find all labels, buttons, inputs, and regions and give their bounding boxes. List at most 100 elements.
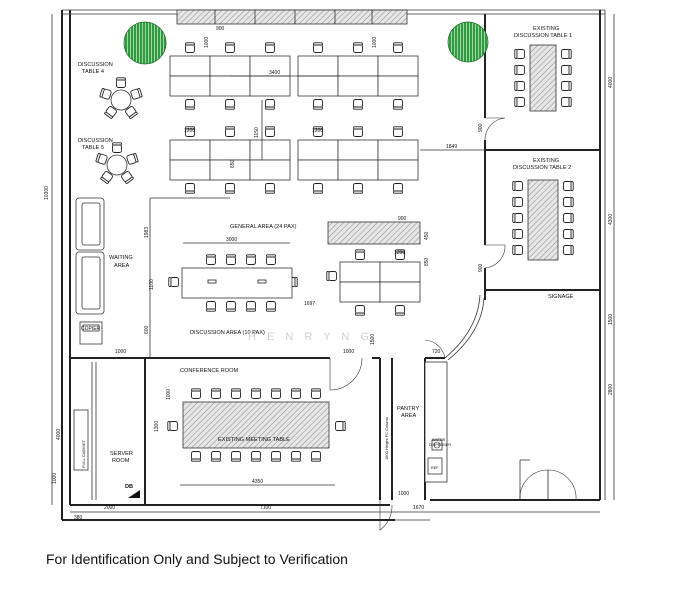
dim-2000: 2000	[104, 505, 115, 511]
chair	[266, 254, 276, 265]
dim-1000-pantry: 1000	[398, 491, 409, 497]
doors	[329, 117, 577, 531]
chair	[225, 42, 235, 53]
dim-4300: 4300	[608, 214, 614, 225]
dim-4000-right: 4000	[608, 77, 614, 88]
chair	[168, 277, 179, 287]
dim-1000-door: 1000	[343, 349, 354, 355]
chair	[512, 245, 523, 255]
server-label-2: ROOM	[112, 458, 130, 464]
chair	[561, 65, 572, 75]
chair	[563, 197, 574, 207]
chair	[231, 388, 241, 399]
exist1-label-2: DISCUSSION TABLE 1	[514, 33, 572, 39]
conference-room-label: CONFERENCE ROOM	[180, 368, 238, 374]
dim-900-top: 900	[216, 26, 225, 32]
db-label: DB	[125, 484, 133, 490]
chair	[225, 99, 235, 110]
dimension-lines	[51, 14, 615, 513]
waiting-sofas	[75, 197, 105, 345]
copier-label: COPIER	[81, 326, 101, 332]
desk	[249, 75, 291, 97]
desk	[379, 281, 421, 303]
chair	[185, 42, 195, 53]
water-label-2: DISPENSER	[429, 443, 451, 447]
dim-1000-right-top: 1000	[372, 37, 378, 48]
column-label: 1800 Height FC Column	[384, 417, 389, 460]
chair	[225, 183, 235, 194]
chair	[206, 254, 216, 265]
chair	[514, 81, 525, 91]
dimension-labels: 900 1000 1000 3400 1150 1200 1200 650 18…	[44, 26, 614, 521]
chair	[265, 99, 275, 110]
disc5-label-2: TABLE 5	[82, 145, 104, 151]
chair	[393, 183, 403, 194]
full-cabinet	[73, 409, 89, 471]
chair	[206, 301, 216, 312]
chair	[271, 388, 281, 399]
desk	[297, 75, 339, 97]
chair	[311, 388, 321, 399]
dim-1000-waiting: 1000	[115, 349, 126, 355]
desk	[337, 159, 379, 181]
top-cabinets	[176, 9, 408, 25]
chair	[125, 152, 139, 166]
desk	[209, 139, 251, 161]
chair	[226, 301, 236, 312]
chair	[225, 126, 235, 137]
chair	[313, 42, 323, 53]
chair	[561, 97, 572, 107]
chair	[395, 305, 405, 316]
watermark: H E N R Y N G	[248, 331, 373, 343]
chair	[291, 388, 301, 399]
chair	[211, 451, 221, 462]
pantry-label-2: AREA	[401, 413, 417, 419]
chair	[353, 126, 363, 137]
desk	[297, 139, 339, 161]
chair	[512, 181, 523, 191]
chair	[563, 181, 574, 191]
dim-900-door2: 900	[478, 263, 484, 272]
chair	[191, 451, 201, 462]
chair	[512, 213, 523, 223]
dim-2800: 2800	[608, 384, 614, 395]
chair	[512, 197, 523, 207]
dim-1500-mid: 1500	[370, 334, 376, 345]
fridge-label: REF	[431, 466, 439, 470]
signage-label: SIGNAGE	[548, 294, 574, 300]
discussion-area-table	[181, 267, 293, 299]
water-label-1: WATER	[432, 438, 446, 442]
chair	[185, 99, 195, 110]
dim-1670: 1670	[413, 505, 424, 511]
desk	[297, 55, 339, 77]
desk	[337, 75, 379, 97]
workstation-desks	[169, 55, 421, 303]
chair	[99, 87, 113, 101]
chair	[231, 451, 241, 462]
chair	[512, 229, 523, 239]
dim-1200-small: 1200	[394, 250, 405, 256]
chair	[514, 65, 525, 75]
chair	[211, 388, 221, 399]
chair	[129, 87, 143, 101]
desk	[337, 55, 379, 77]
existing-discussion-table-1	[529, 44, 557, 112]
discussion-table-5	[106, 154, 128, 176]
credenza	[327, 221, 421, 245]
chair	[112, 142, 122, 153]
disc4-label-1: DISCUSSION	[78, 62, 113, 68]
desk	[337, 139, 379, 161]
dim-10300: 10300	[44, 186, 50, 200]
chair	[246, 301, 256, 312]
dim-3400: 3400	[269, 70, 280, 76]
chair	[393, 126, 403, 137]
dim-1200-left: 1200	[184, 128, 195, 134]
discussion-table-4	[110, 89, 132, 111]
dim-1200-right: 1200	[312, 128, 323, 134]
plant-right	[447, 21, 489, 63]
chair	[265, 42, 275, 53]
desk	[377, 159, 419, 181]
chair	[353, 183, 363, 194]
desk	[377, 75, 419, 97]
chair	[167, 421, 178, 431]
